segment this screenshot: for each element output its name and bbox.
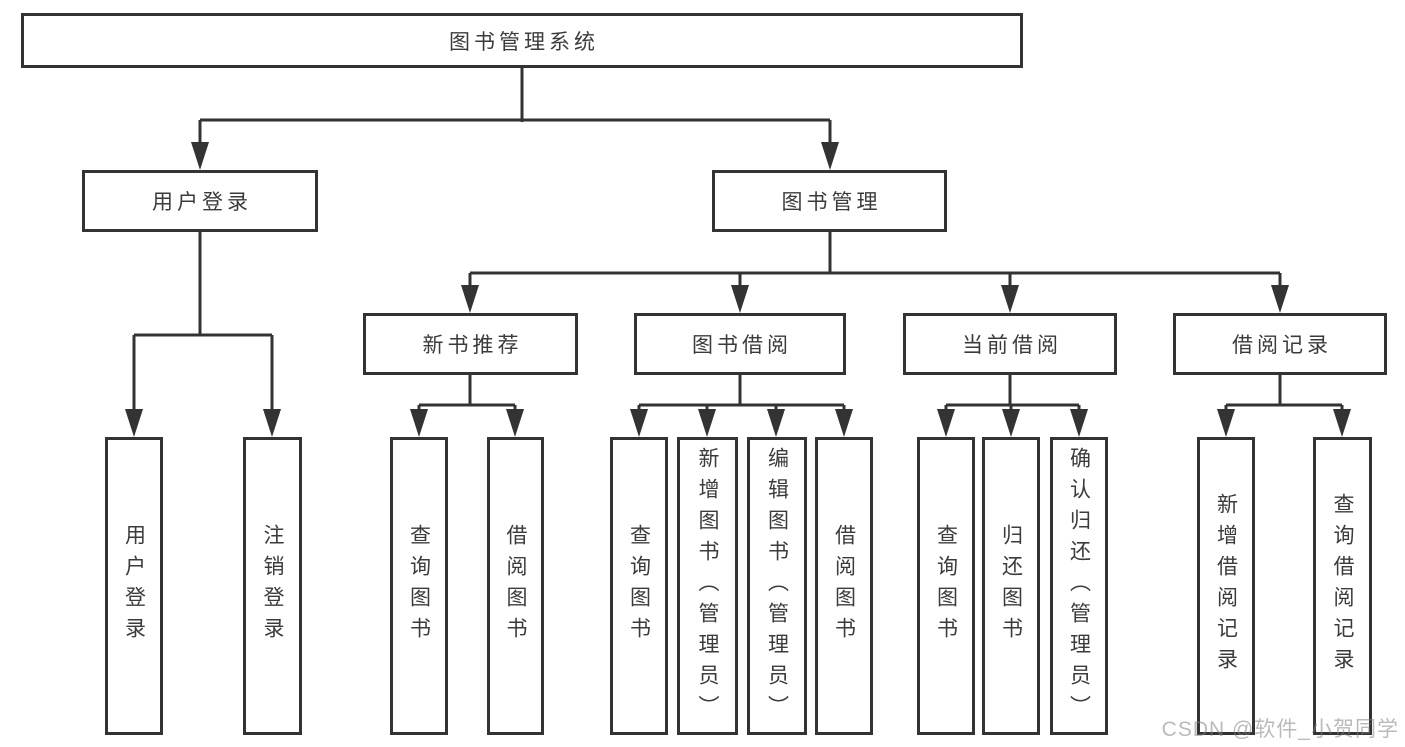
node-label: 确认归还（管理员） [1067, 446, 1091, 726]
leaf-logout: 注销登录 [243, 437, 302, 735]
leaf-query-books-borrow: 查询图书 [610, 437, 668, 735]
leaf-borrow-books: 借阅图书 [815, 437, 873, 735]
leaf-user-login: 用户登录 [105, 437, 163, 735]
leaf-borrow-books-recommend: 借阅图书 [487, 437, 544, 735]
node-label: 图书借阅 [692, 334, 792, 357]
node-label: 查询图书 [407, 524, 431, 648]
node-current-borrowing: 当前借阅 [903, 313, 1117, 375]
node-book-management-group: 图书管理 [712, 170, 947, 232]
node-label: 查询图书 [627, 524, 651, 648]
node-label: 新书推荐 [422, 334, 523, 357]
node-label: 新增借阅记录 [1214, 493, 1238, 679]
leaf-confirm-return-admin: 确认归还（管理员） [1050, 437, 1108, 735]
node-label: 当前借阅 [962, 334, 1062, 357]
node-new-book-recommend: 新书推荐 [363, 313, 578, 375]
node-label: 查询图书 [934, 524, 958, 648]
node-label: 归还图书 [999, 524, 1023, 648]
leaf-query-books-recommend: 查询图书 [390, 437, 448, 735]
node-user-login-group: 用户登录 [82, 170, 318, 232]
node-label: 用户登录 [152, 191, 252, 214]
node-label: 注销登录 [261, 524, 284, 648]
node-label: 新增图书（管理员） [696, 446, 719, 726]
leaf-add-book-admin: 新增图书（管理员） [677, 437, 738, 735]
csdn-watermark: CSDN @软件_小贺同学 [1161, 718, 1399, 741]
node-borrowing-records: 借阅记录 [1173, 313, 1387, 375]
leaf-return-books: 归还图书 [982, 437, 1040, 735]
node-label: 图书管理 [781, 191, 882, 214]
node-root-system: 图书管理系统 [21, 13, 1023, 68]
leaf-query-borrow-record: 查询借阅记录 [1313, 437, 1372, 735]
node-label: 借阅图书 [832, 524, 856, 648]
leaf-add-borrow-record: 新增借阅记录 [1197, 437, 1255, 735]
node-label: 图书管理系统 [449, 30, 599, 54]
node-label: 编辑图书（管理员） [765, 446, 789, 726]
node-book-borrowing: 图书借阅 [634, 313, 846, 375]
arrowheads [125, 142, 1351, 437]
node-label: 借阅图书 [504, 524, 527, 648]
node-label: 借阅记录 [1232, 334, 1332, 357]
node-label: 用户登录 [122, 524, 146, 648]
node-label: 查询借阅记录 [1331, 493, 1354, 679]
leaf-query-books-current: 查询图书 [917, 437, 975, 735]
leaf-edit-book-admin: 编辑图书（管理员） [747, 437, 807, 735]
